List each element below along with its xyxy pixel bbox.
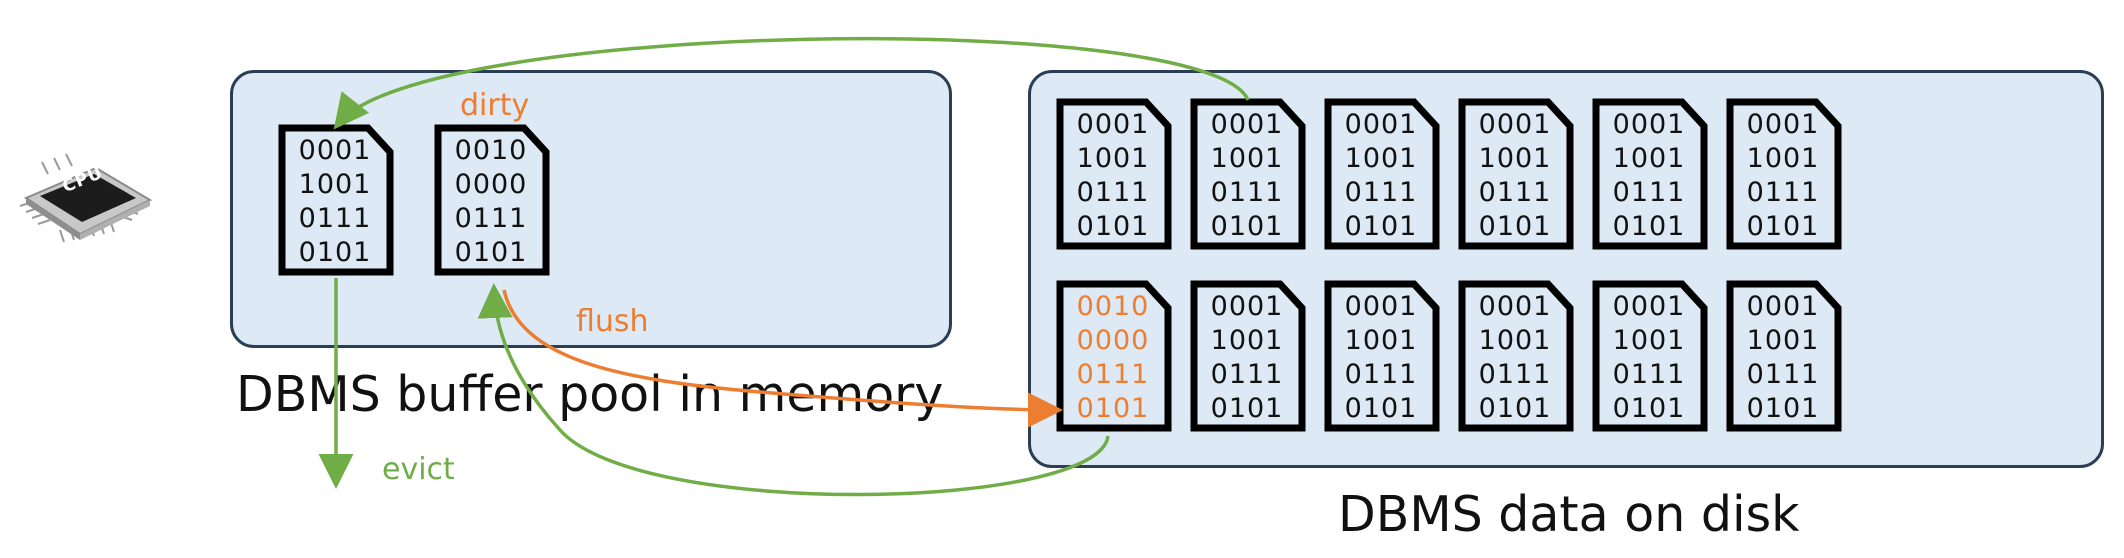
flush-label: flush [576, 304, 649, 339]
buffer-pool-label: DBMS buffer pool in memory [236, 366, 944, 423]
dirty-label: dirty [460, 88, 530, 123]
evict-label: evict [382, 452, 455, 487]
cpu-chip-icon [12, 140, 162, 250]
disk-label: DBMS data on disk [1338, 486, 1800, 543]
